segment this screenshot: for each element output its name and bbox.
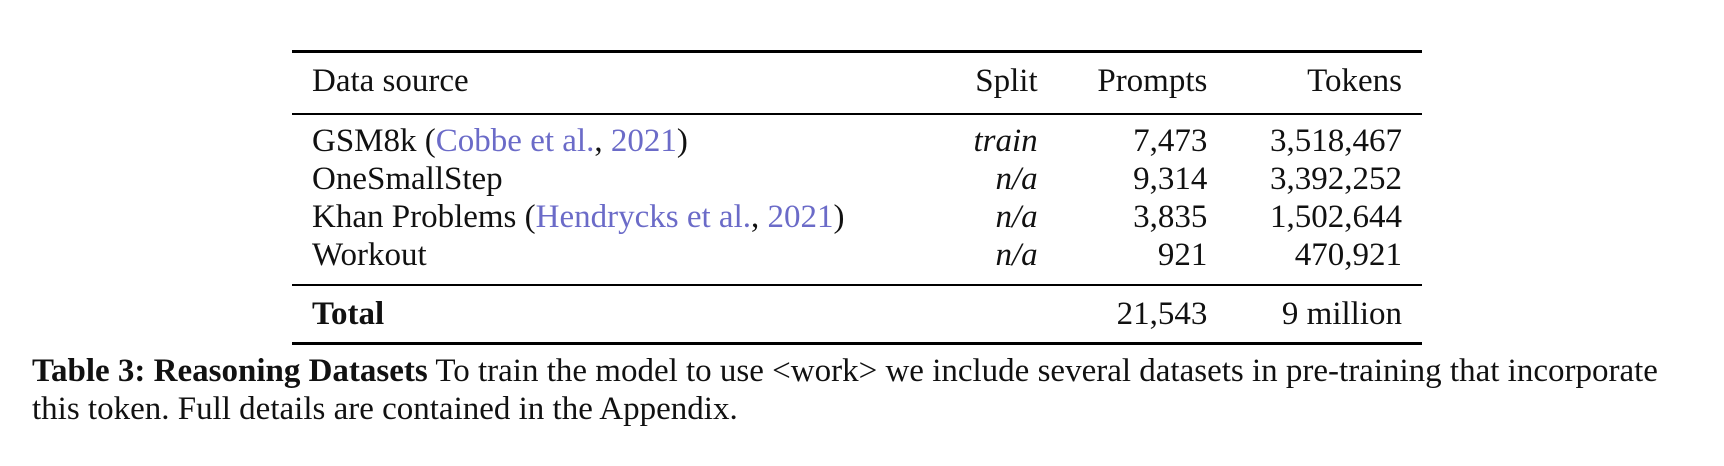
citation-separator: , (751, 199, 768, 235)
total-row: Total 21,543 9 million (292, 285, 1422, 344)
tokens-cell: 1,502,644 (1270, 199, 1402, 235)
prompts-cell: 9,314 (1133, 161, 1208, 197)
data-source-cell: GSM8k (Cobbe et al., 2021) (292, 114, 940, 160)
citation-open: ( (416, 123, 436, 159)
citation-close: ) (833, 199, 845, 235)
data-source-cell: OneSmallStep (292, 160, 940, 198)
tokens-cell: 3,518,467 (1270, 123, 1402, 159)
prompts-cell: 7,473 (1133, 123, 1208, 159)
total-prompts: 21,543 (1116, 296, 1208, 332)
table-header: Data source Split Prompts Tokens (292, 51, 1422, 115)
table-row: Khan Problems (Hendrycks et al., 2021) n… (292, 198, 1422, 236)
header-tokens: Tokens (1307, 63, 1402, 99)
header-prompts: Prompts (1097, 63, 1208, 99)
citation-link-year[interactable]: 2021 (767, 199, 834, 235)
split-cell: n/a (995, 199, 1038, 235)
table-row: Workout n/a 921 470,921 (292, 236, 1422, 285)
table-body: GSM8k (Cobbe et al., 2021) train 7,473 3… (292, 114, 1422, 285)
data-source-name: OneSmallStep (312, 161, 503, 197)
datasets-table-container: Data source Split Prompts Tokens GSM8k (… (292, 50, 1422, 345)
split-cell: n/a (995, 237, 1038, 273)
data-source-name: Workout (312, 237, 427, 273)
data-source-cell: Workout (292, 236, 940, 285)
reasoning-datasets-table: Data source Split Prompts Tokens GSM8k (… (292, 50, 1422, 345)
citation-open: ( (516, 199, 536, 235)
citation-link-authors[interactable]: Hendrycks et al. (535, 199, 751, 235)
table-footer: Total 21,543 9 million (292, 285, 1422, 344)
citation-link-year[interactable]: 2021 (610, 123, 677, 159)
tokens-cell: 470,921 (1294, 237, 1402, 273)
citation-close: ) (676, 123, 688, 159)
table-row: OneSmallStep n/a 9,314 3,392,252 (292, 160, 1422, 198)
data-source-name: GSM8k (312, 123, 417, 159)
total-tokens: 9 million (1281, 296, 1402, 332)
total-label: Total (312, 296, 385, 332)
prompts-cell: 3,835 (1133, 199, 1208, 235)
citation-link-authors[interactable]: Cobbe et al. (435, 123, 595, 159)
caption-text: To train the model to use <work> we incl… (32, 353, 1658, 427)
total-split-empty (940, 285, 1058, 344)
header-data-source: Data source (312, 63, 469, 99)
header-row: Data source Split Prompts Tokens (292, 51, 1422, 115)
table-caption: Table 3: Reasoning Datasets To train the… (32, 352, 1702, 428)
citation-separator: , (594, 123, 611, 159)
split-cell: n/a (995, 161, 1038, 197)
header-split: Split (975, 63, 1038, 99)
table-row: GSM8k (Cobbe et al., 2021) train 7,473 3… (292, 114, 1422, 160)
prompts-cell: 921 (1157, 237, 1208, 273)
data-source-name: Khan Problems (312, 199, 517, 235)
tokens-cell: 3,392,252 (1270, 161, 1402, 197)
caption-label: Table 3: Reasoning Datasets (32, 353, 428, 389)
split-cell: train (973, 123, 1038, 159)
data-source-cell: Khan Problems (Hendrycks et al., 2021) (292, 198, 940, 236)
